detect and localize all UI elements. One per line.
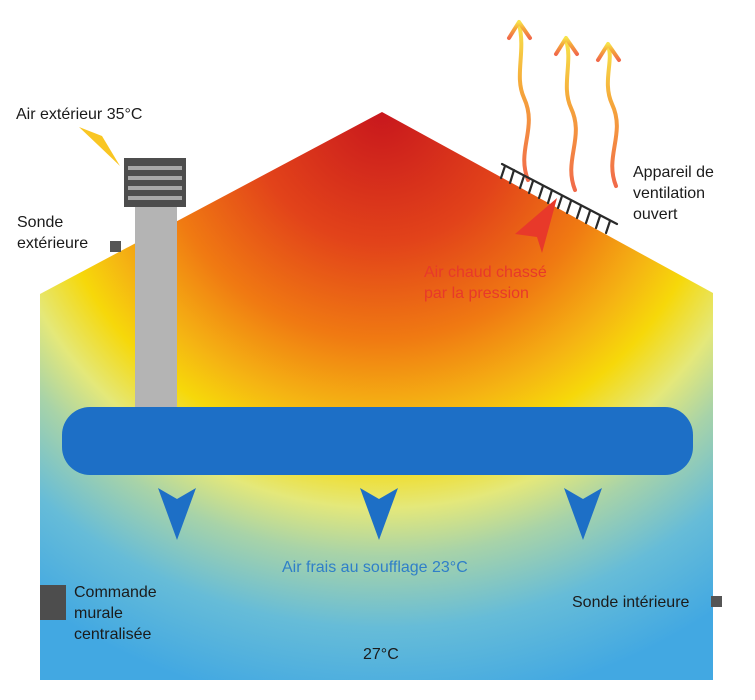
vent-device-label: Appareil de ventilation ouvert xyxy=(633,162,714,225)
vent-device-line-3: ouvert xyxy=(633,206,678,223)
hot-air-arrow-icon xyxy=(515,198,557,253)
outdoor-air-label: Air extérieur 35°C xyxy=(16,106,143,123)
outdoor-probe-line-2: extérieure xyxy=(17,235,89,252)
airflow-down-arrow-icon xyxy=(360,488,398,540)
air-distribution-duct xyxy=(62,407,693,475)
outdoor-probe-label: Sonde extérieure xyxy=(17,212,88,254)
heat-wave-arrow-icon xyxy=(507,20,621,192)
hot-air-label: Air chaud chassé par la pression xyxy=(424,262,547,304)
hot-air-line-1: Air chaud chassé xyxy=(424,264,547,281)
wall-control-icon xyxy=(40,585,66,620)
outdoor-probe-icon xyxy=(110,241,121,252)
wall-control-label: Commande murale centralisée xyxy=(74,582,157,645)
wall-control-line-3: centralisée xyxy=(74,626,152,643)
outdoor-unit-icon xyxy=(124,158,186,207)
house-body xyxy=(40,112,713,680)
indoor-temp-label: 27°C xyxy=(363,646,399,663)
indoor-probe-icon xyxy=(711,596,722,607)
indoor-probe-label: Sonde intérieure xyxy=(572,594,690,611)
outdoor-air-pipe xyxy=(135,206,177,420)
hot-air-line-2: par la pression xyxy=(424,285,529,302)
sun-ray-icon xyxy=(79,127,120,166)
outdoor-probe-line-1: Sonde xyxy=(17,214,64,231)
vent-device-line-1: Appareil de xyxy=(633,164,714,181)
wall-control-line-2: murale xyxy=(74,605,123,622)
airflow-down-arrow-icon xyxy=(158,488,196,540)
cool-air-label: Air frais au soufflage 23°C xyxy=(282,559,468,576)
airflow-down-arrow-icon xyxy=(564,488,602,540)
louvre-vent-icon xyxy=(499,162,619,235)
vent-device-line-2: ventilation xyxy=(633,185,706,202)
wall-control-line-1: Commande xyxy=(74,584,157,601)
